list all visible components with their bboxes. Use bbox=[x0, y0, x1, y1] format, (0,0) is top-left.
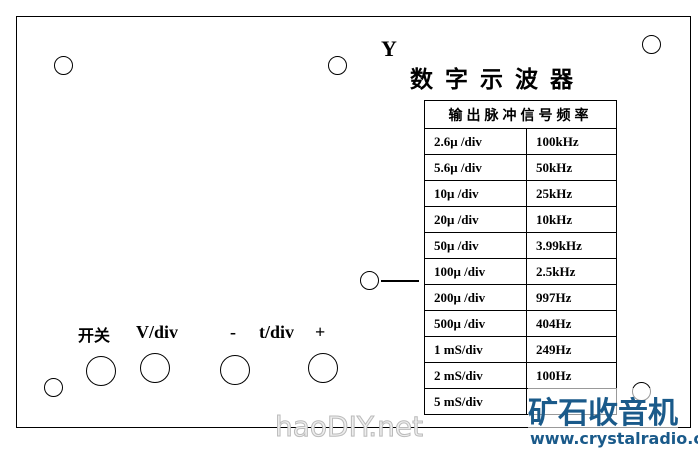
watermark-url: www.crystalradio.cn bbox=[530, 429, 698, 448]
frequency-cell: 25kHz bbox=[526, 180, 617, 207]
table-header: 输出脉冲信号频率 bbox=[424, 100, 617, 129]
page-title: 数字示波器 bbox=[410, 67, 585, 93]
timebase-cell: 10μ /div bbox=[424, 180, 527, 207]
power-label: 开关 bbox=[78, 326, 111, 345]
timebase-cell: 20μ /div bbox=[424, 206, 527, 233]
watermark-title: 矿石收音机 bbox=[528, 388, 678, 432]
frequency-cell: 997Hz bbox=[526, 284, 617, 311]
mount-hole bbox=[44, 378, 63, 397]
tdiv-minus-button[interactable] bbox=[220, 355, 250, 385]
minus-label: - bbox=[230, 322, 236, 342]
mount-hole bbox=[328, 56, 347, 75]
output-line bbox=[381, 280, 419, 282]
timebase-cell: 5.6μ /div bbox=[424, 154, 527, 181]
vdiv-knob[interactable] bbox=[140, 353, 170, 383]
frequency-cell: 2.5kHz bbox=[526, 258, 617, 285]
watermark-left: haoDIY.net bbox=[274, 410, 424, 444]
tdiv-label: t/div bbox=[259, 322, 295, 342]
timebase-cell: 5 mS/div bbox=[424, 388, 527, 415]
plus-label: + bbox=[315, 322, 326, 342]
timebase-cell: 100μ /div bbox=[424, 258, 527, 285]
mount-hole bbox=[54, 56, 73, 75]
power-switch[interactable] bbox=[86, 356, 116, 386]
frequency-cell: 100Hz bbox=[526, 362, 617, 389]
tdiv-plus-button[interactable] bbox=[308, 353, 338, 383]
panel-frame bbox=[16, 16, 691, 428]
mount-hole bbox=[642, 35, 661, 54]
frequency-cell: 3.99kHz bbox=[526, 232, 617, 259]
vdiv-label: V/div bbox=[136, 322, 179, 342]
timebase-cell: 50μ /div bbox=[424, 232, 527, 259]
timebase-cell: 200μ /div bbox=[424, 284, 527, 311]
frequency-cell: 100kHz bbox=[526, 128, 617, 155]
timebase-cell: 1 mS/div bbox=[424, 336, 527, 363]
timebase-cell: 500μ /div bbox=[424, 310, 527, 337]
output-jack bbox=[360, 271, 379, 290]
frequency-cell: 404Hz bbox=[526, 310, 617, 337]
frequency-cell: 249Hz bbox=[526, 336, 617, 363]
timebase-cell: 2.6μ /div bbox=[424, 128, 527, 155]
frequency-cell: 10kHz bbox=[526, 206, 617, 233]
frequency-cell: 50kHz bbox=[526, 154, 617, 181]
channel-label: Y bbox=[381, 36, 397, 61]
timebase-cell: 2 mS/div bbox=[424, 362, 527, 389]
